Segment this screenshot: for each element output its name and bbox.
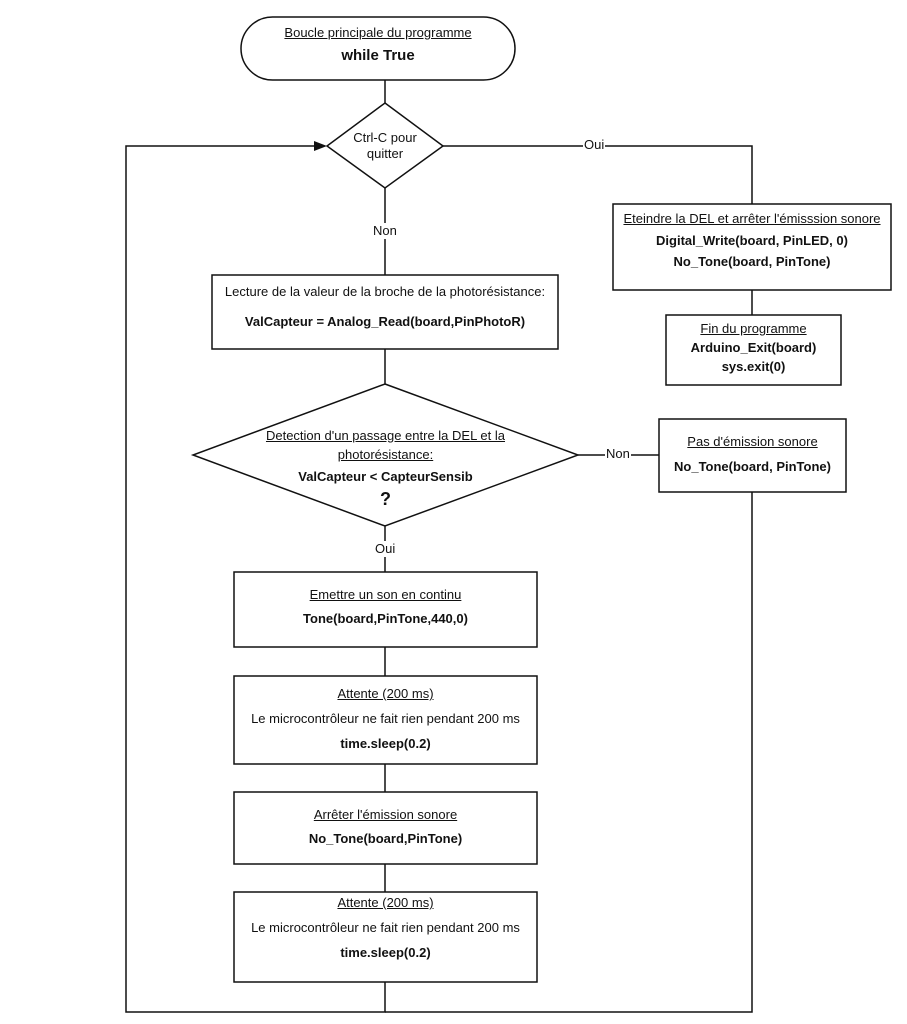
end-code2: sys.exit(0) [721,359,786,374]
read-sensor-box [211,274,559,350]
detect-line2: photorésistance: [193,447,578,463]
loop-arrowhead-icon [314,141,327,151]
end-code1: Arduino_Exit(board) [690,340,817,355]
wait2-title: Attente (200 ms) [337,895,434,910]
stop-sound-title: Arrêter l'émission sonore [313,807,458,822]
wait1-title: Attente (200 ms) [337,686,434,701]
wait1-desc: Le microcontrôleur ne fait rien pendant … [251,711,520,726]
quit-label-line1: Ctrl-C pour [353,130,417,145]
start-title: Boucle principale du programme [284,25,472,40]
emit-title: Emettre un son en continu [309,587,462,602]
detect-question-mark: ? [380,489,391,509]
detect-line1: Detection d'un passage entre la DEL et l… [265,428,506,443]
wait2-desc: Le microcontrôleur ne fait rien pendant … [251,920,520,935]
no-sound-box [658,418,847,493]
no-sound-title: Pas d'émission sonore [687,434,818,449]
connector-quit-oui [443,145,753,204]
detect-line2-text: photorésistance: [337,447,434,462]
emit-code: Tone(board,PinTone,440,0) [303,611,468,626]
stop-all-title: Eteindre la DEL et arrêter l'émisssion s… [623,211,881,226]
detect-code: ValCapteur < CapteurSensib [298,469,473,484]
quit-label-line2: quitter [366,146,404,161]
read-code: ValCapteur = Analog_Read(board,PinPhotoR… [244,314,526,329]
edge-label-oui-quit: Oui [583,137,606,153]
connector-nosound-loop-back [385,492,753,1013]
stop-all-code1: Digital_Write(board, PinLED, 0) [656,233,848,248]
edge-label-oui-detect: Oui [374,541,397,557]
emit-sound-box [233,571,538,648]
stop-all-code2: No_Tone(board, PinTone) [673,254,831,269]
end-title: Fin du programme [700,321,807,336]
stop-all-box [612,203,892,291]
wait2-box [233,891,538,983]
start-code: while True [341,47,415,64]
quit-decision [325,102,445,189]
start-terminator [240,16,516,81]
wait2-code: time.sleep(0.2) [340,945,431,960]
edge-label-non-detect: Non [605,446,631,462]
no-sound-code: No_Tone(board, PinTone) [674,459,831,474]
stop-sound-code: No_Tone(board,PinTone) [308,831,463,846]
detect-decision [190,383,581,527]
stop-sound-box [233,791,538,865]
edge-label-non-quit: Non [372,223,398,239]
wait1-code: time.sleep(0.2) [340,736,431,751]
wait1-box [233,675,538,765]
read-title: Lecture de la valeur de la broche de la … [224,284,546,299]
connector-wait2-loop-back [125,145,386,1013]
end-program-box [665,314,842,386]
